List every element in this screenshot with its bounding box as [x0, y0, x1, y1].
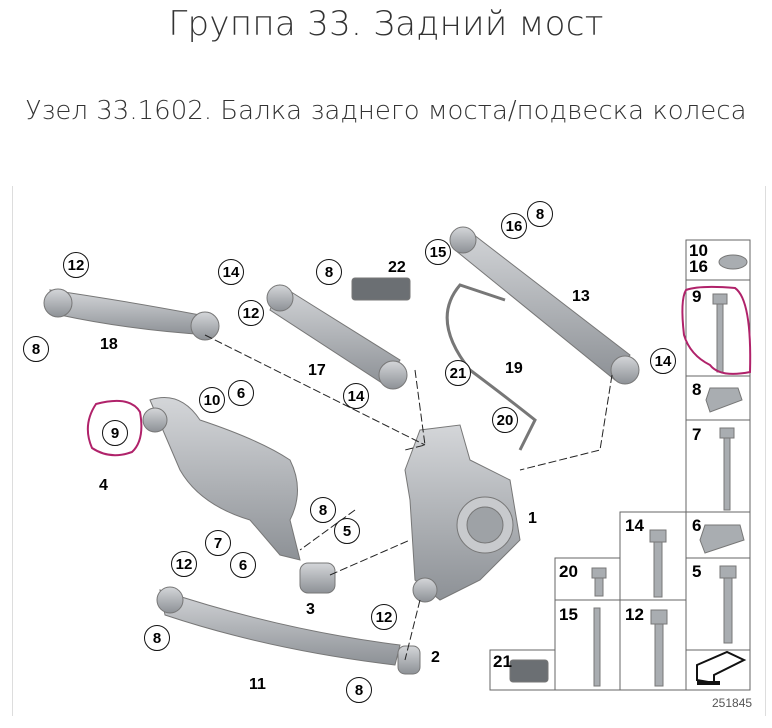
- callout-16[interactable]: 16: [501, 213, 527, 239]
- callout-5[interactable]: 5: [334, 518, 360, 544]
- diagram-id: 251845: [712, 696, 753, 710]
- bolt-12: [654, 623, 664, 687]
- callout-6[interactable]: 6: [230, 552, 256, 578]
- callout-13[interactable]: 13: [572, 288, 590, 305]
- callout-11[interactable]: 11: [249, 676, 266, 693]
- callout-1[interactable]: 1: [528, 510, 537, 527]
- callout-9[interactable]: 9: [102, 420, 128, 446]
- bolt-14: [653, 541, 663, 598]
- diagram-frame: [12, 186, 766, 716]
- callout-8[interactable]: 8: [527, 201, 553, 227]
- callout-21[interactable]: 21: [445, 360, 471, 386]
- callout-2[interactable]: 2: [431, 649, 440, 666]
- table-label-5[interactable]: 5: [692, 562, 702, 581]
- callout-3[interactable]: 3: [306, 601, 315, 618]
- control-arm-18: [49, 289, 211, 336]
- control-arm-11: [159, 589, 401, 666]
- table-label-15[interactable]: 15: [559, 605, 578, 624]
- bracket-21: [509, 659, 549, 683]
- bushing-3: [299, 562, 336, 594]
- bolt-9-head: [712, 293, 728, 305]
- table-label-20[interactable]: 20: [559, 562, 578, 581]
- callout-12[interactable]: 12: [171, 551, 197, 577]
- bracket-22: [351, 277, 411, 301]
- callout-22[interactable]: 22: [388, 259, 406, 276]
- callout-12[interactable]: 12: [371, 604, 397, 630]
- callout-14[interactable]: 14: [650, 348, 676, 374]
- table-label-10-16[interactable]: 10 16: [689, 241, 708, 276]
- callout-8[interactable]: 8: [23, 336, 49, 362]
- highlight-mark-9-table: [681, 285, 752, 375]
- washer-10-16: [718, 254, 748, 270]
- bolt-7: [723, 437, 731, 511]
- table-label-6[interactable]: 6: [692, 516, 702, 535]
- callout-14[interactable]: 14: [343, 383, 369, 409]
- node-title: Узел 33.1602. Балка заднего моста/подвес…: [25, 96, 747, 126]
- callout-10[interactable]: 10: [199, 387, 225, 413]
- table-label-7[interactable]: 7: [692, 425, 702, 444]
- callout-8[interactable]: 8: [316, 259, 342, 285]
- callout-19[interactable]: 19: [505, 360, 523, 377]
- callout-8[interactable]: 8: [310, 497, 336, 523]
- table-label-12[interactable]: 12: [625, 605, 644, 624]
- callout-20[interactable]: 20: [492, 407, 518, 433]
- callout-12[interactable]: 12: [238, 300, 264, 326]
- stud-15: [593, 607, 601, 687]
- parts-table-grid: [489, 239, 751, 691]
- bolt-5: [723, 577, 733, 644]
- nut-8: [705, 387, 743, 413]
- callout-6[interactable]: 6: [228, 380, 254, 406]
- nut-6: [699, 524, 745, 554]
- callout-17[interactable]: 17: [308, 362, 326, 379]
- control-arm-13: [454, 227, 631, 381]
- callout-8[interactable]: 8: [346, 677, 372, 703]
- direction-arrow-icon: [696, 650, 747, 685]
- callout-14[interactable]: 14: [218, 259, 244, 285]
- callout-12[interactable]: 12: [63, 252, 89, 278]
- table-label-21[interactable]: 21: [493, 652, 512, 671]
- table-label-9[interactable]: 9: [692, 287, 702, 306]
- wishbone-4: [149, 397, 301, 561]
- table-label-14[interactable]: 14: [625, 516, 644, 535]
- bushing-2: [397, 645, 421, 675]
- callout-15[interactable]: 15: [425, 239, 451, 265]
- callout-7[interactable]: 7: [205, 530, 231, 556]
- callout-18[interactable]: 18: [100, 336, 118, 353]
- callout-8[interactable]: 8: [144, 625, 170, 651]
- table-label-8[interactable]: 8: [692, 380, 702, 399]
- callout-4[interactable]: 4: [99, 477, 108, 494]
- bolt-20: [594, 577, 604, 597]
- highlight-mark-9-diagram: [86, 399, 143, 457]
- bolt-9-shank: [716, 303, 724, 373]
- group-title: Группа 33. Задний мост: [168, 4, 604, 44]
